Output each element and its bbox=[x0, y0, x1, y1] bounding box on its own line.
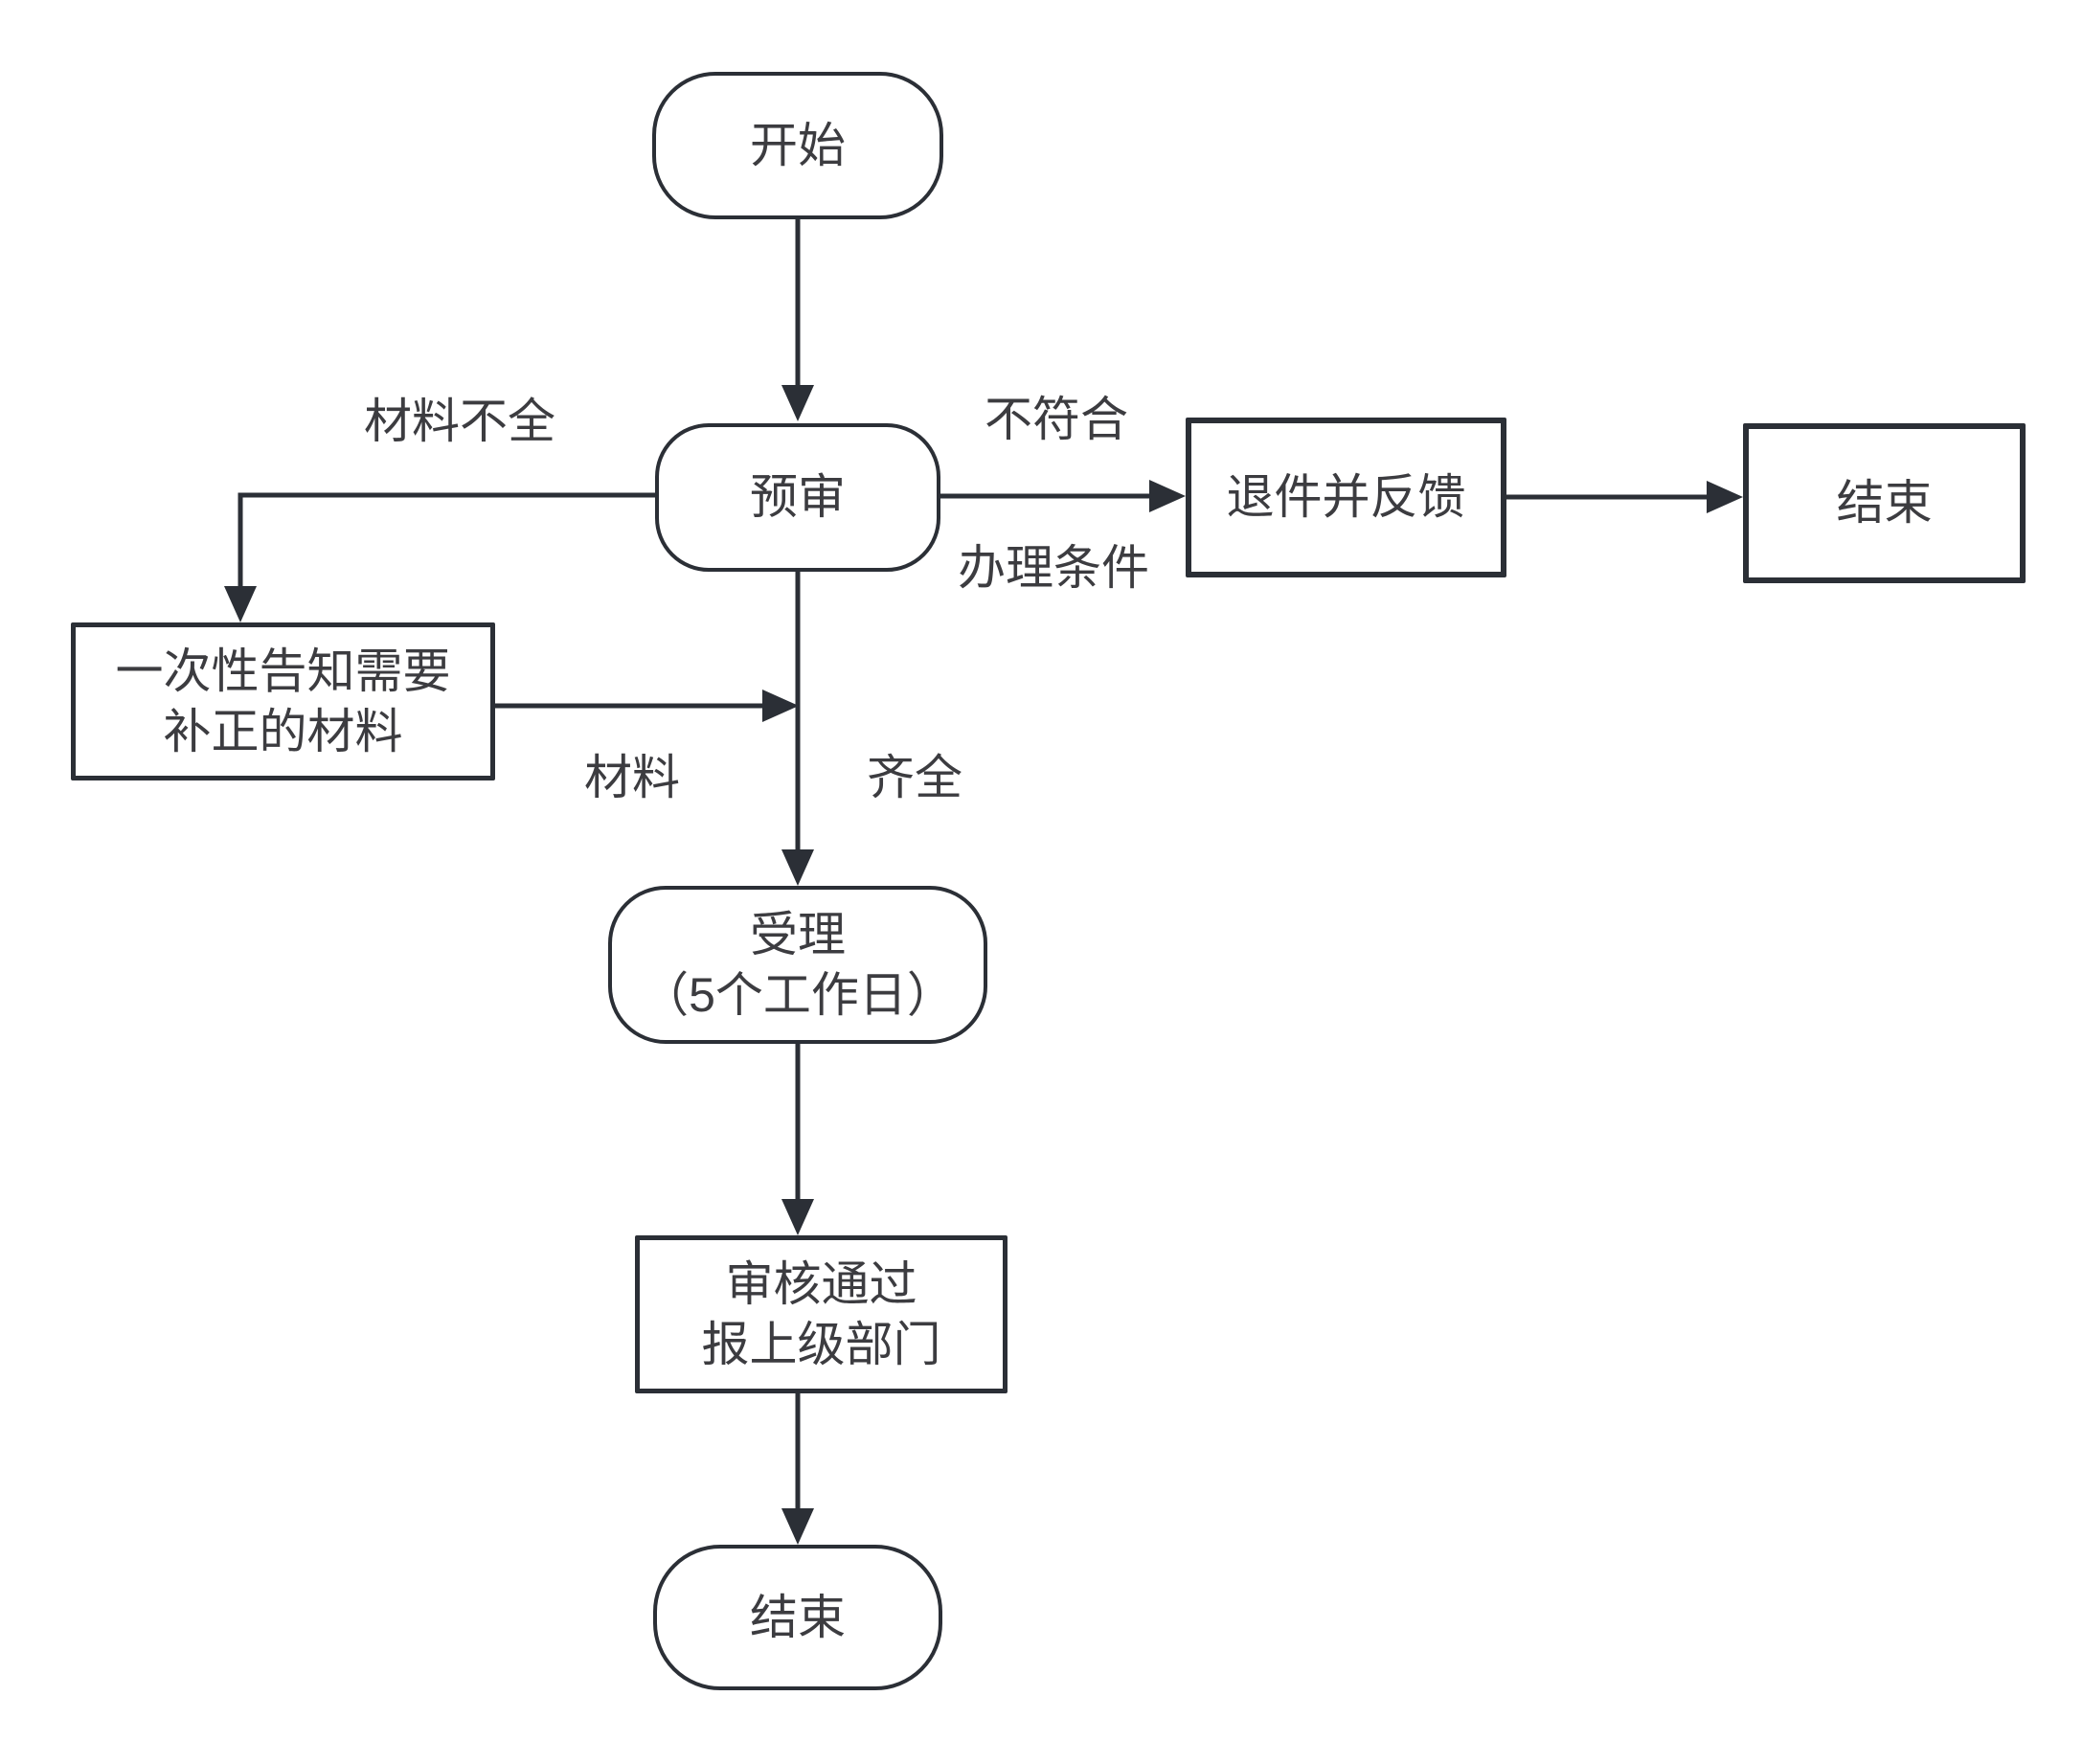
node-accept-line2: （5个工作日） bbox=[641, 967, 955, 1022]
arrowhead-review-pass-to-end bbox=[781, 1508, 814, 1545]
node-end-right: 结束 bbox=[1743, 423, 2026, 583]
edge-review-to-notify bbox=[238, 492, 655, 590]
edge-label-materials: 材料 bbox=[584, 751, 680, 804]
node-return-feedback-label: 退件并反馈 bbox=[1226, 470, 1466, 524]
node-return-feedback: 退件并反馈 bbox=[1186, 418, 1506, 577]
node-preliminary-review: 预审 bbox=[655, 423, 940, 572]
node-review-pass-line2: 报上级部门 bbox=[701, 1317, 941, 1371]
node-one-time-notify: 一次性告知需要 补正的材料 bbox=[71, 622, 495, 780]
node-start: 开始 bbox=[652, 72, 943, 219]
node-end-right-label: 结束 bbox=[1836, 476, 1933, 530]
arrowhead-start-to-review bbox=[781, 385, 814, 421]
arrowhead-notify-to-accept bbox=[762, 690, 799, 722]
arrowhead-accept-to-review-pass bbox=[781, 1199, 814, 1235]
node-accept-line1: 受理 bbox=[750, 907, 846, 961]
node-review-pass-line1: 审核通过 bbox=[725, 1256, 917, 1311]
node-start-label: 开始 bbox=[750, 118, 846, 172]
node-one-time-notify-line2: 补正的材料 bbox=[163, 704, 403, 758]
node-end-bottom: 结束 bbox=[653, 1545, 942, 1690]
node-preliminary-review-label: 预审 bbox=[750, 470, 846, 524]
arrowhead-review-to-accept bbox=[781, 849, 814, 886]
arrowhead-return-feedback-to-end bbox=[1707, 481, 1743, 513]
arrowhead-review-to-return-feedback bbox=[1149, 480, 1186, 512]
edge-label-complete: 齐全 bbox=[867, 751, 962, 804]
node-one-time-notify-line1: 一次性告知需要 bbox=[115, 644, 451, 698]
node-accept: 受理 （5个工作日） bbox=[608, 886, 987, 1044]
edge-label-handling-conditions: 办理条件 bbox=[958, 541, 1149, 595]
edge-label-not-conform: 不符合 bbox=[985, 393, 1128, 446]
node-end-bottom-label: 结束 bbox=[750, 1590, 846, 1644]
node-review-pass: 审核通过 报上级部门 bbox=[635, 1235, 1008, 1393]
edge-label-materials-incomplete: 材料不全 bbox=[364, 395, 555, 448]
arrowhead-review-to-notify bbox=[224, 586, 257, 622]
